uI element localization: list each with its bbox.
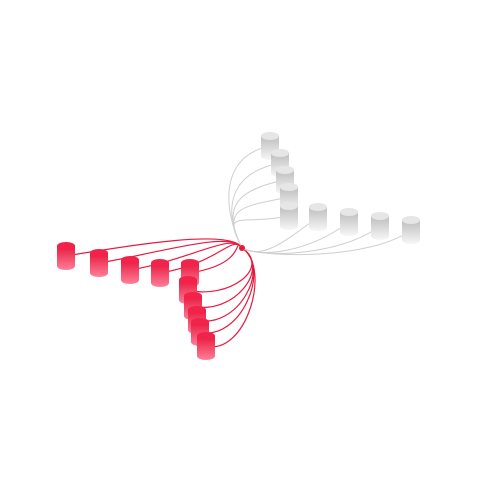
- hub-node: [239, 245, 245, 251]
- red-link-5: [189, 244, 243, 274]
- red-cylinder-node-4: [151, 259, 169, 287]
- gray-link-2: [231, 162, 281, 249]
- gray-link-9: [241, 229, 412, 256]
- red-cylinder-node-2: [90, 249, 108, 277]
- red-cylinder-node-3: [121, 256, 139, 284]
- red-cylinder-node-1: [57, 242, 75, 270]
- gray-cylinder-node-9: [402, 216, 420, 244]
- connection-links: [65, 145, 412, 348]
- gray-link-5: [233, 215, 290, 249]
- red-link-10: [205, 247, 256, 348]
- gray-cylinder-node-7: [340, 208, 358, 236]
- gray-cylinder-node-8: [371, 212, 389, 240]
- cylinder-nodes: [57, 132, 420, 360]
- gray-cylinder-node-5: [280, 202, 298, 230]
- gray-cylinder-node-6: [309, 203, 327, 231]
- red-cylinder-node-10: [197, 332, 215, 360]
